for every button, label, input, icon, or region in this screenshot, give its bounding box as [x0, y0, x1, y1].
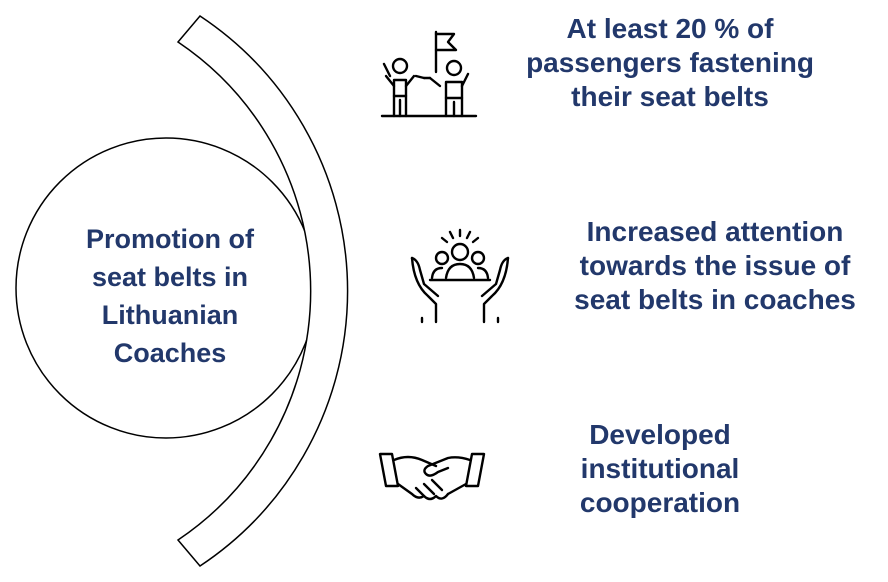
outcome-3-text: Developed institutional cooperation [579, 419, 741, 518]
people-with-flag-icon [380, 30, 478, 118]
outcome-1-text: At least 20 % of passengers fastening th… [526, 13, 814, 112]
handshake-icon [378, 452, 486, 501]
crescent-arc [176, 15, 349, 567]
center-label: Promotion of seat belts in Lithuanian Co… [86, 224, 254, 368]
hands-holding-group-icon [410, 228, 510, 324]
outcome-2-text: Increased attention towards the issue of… [574, 216, 856, 315]
